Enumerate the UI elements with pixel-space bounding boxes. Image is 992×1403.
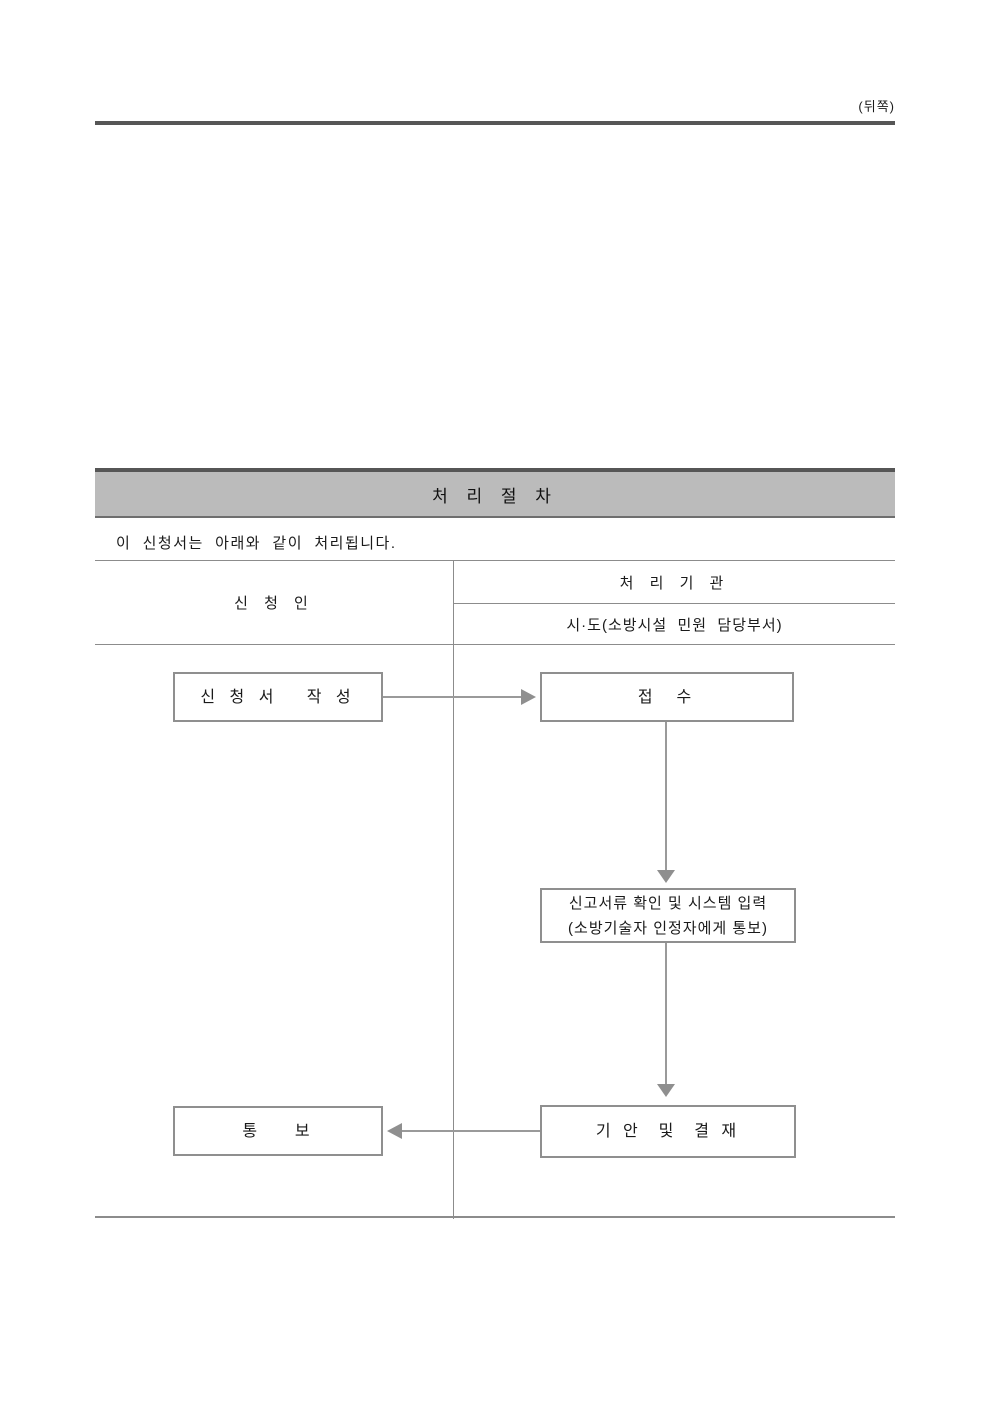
- flow-step-label: 기 안 및 결 재: [595, 1123, 741, 1140]
- arrow-left-icon: [387, 1123, 402, 1139]
- flow-step-label: 신 청 서 작 성: [200, 688, 356, 706]
- procedure-title-bar: 처 리 절 차: [95, 468, 895, 518]
- column-divider-line: [453, 561, 454, 1219]
- back-side-label: (뒤쪽): [858, 99, 895, 114]
- flow-step-notification: 통 보: [173, 1106, 383, 1156]
- connector-draft-to-notify: [400, 1130, 540, 1132]
- top-divider-rule: [95, 121, 895, 125]
- arrow-down-icon: [657, 870, 675, 883]
- intro-sentence: 이 신청서는 아래와 같이 처리됩니다.: [116, 535, 397, 552]
- flow-step-label-line1: 신고서류 확인 및 시스템 입력: [568, 894, 768, 912]
- arrow-right-icon: [521, 689, 536, 705]
- connector-receipt-to-check: [665, 722, 667, 872]
- agency-column-subheader: 시·도(소방시설 민원 담당부서): [566, 617, 783, 634]
- connector-check-to-draft: [665, 943, 667, 1086]
- agency-column-header: 처 리 기 관: [454, 561, 895, 604]
- applicant-column-header: 신 청 인: [234, 595, 314, 612]
- flow-step-document-check: 신고서류 확인 및 시스템 입력 (소방기술자 인정자에게 통보): [540, 888, 796, 943]
- flow-step-label: 통 보: [242, 1122, 314, 1140]
- procedure-title: 처 리 절 차: [432, 486, 558, 506]
- flow-step-label: 접 수: [637, 688, 697, 706]
- procedure-table: 신 청 인 처 리 기 관 시·도(소방시설 민원 담당부서): [95, 560, 895, 1219]
- flow-step-application-writing: 신 청 서 작 성: [173, 672, 383, 722]
- flow-step-label-line2: (소방기술자 인정자에게 통보): [568, 919, 768, 937]
- connector-apply-to-receipt: [383, 696, 523, 698]
- header-bottom-rule: [95, 644, 895, 645]
- arrow-down-icon: [657, 1084, 675, 1097]
- flow-step-draft-approval: 기 안 및 결 재: [540, 1105, 796, 1158]
- flow-step-receipt: 접 수: [540, 672, 794, 722]
